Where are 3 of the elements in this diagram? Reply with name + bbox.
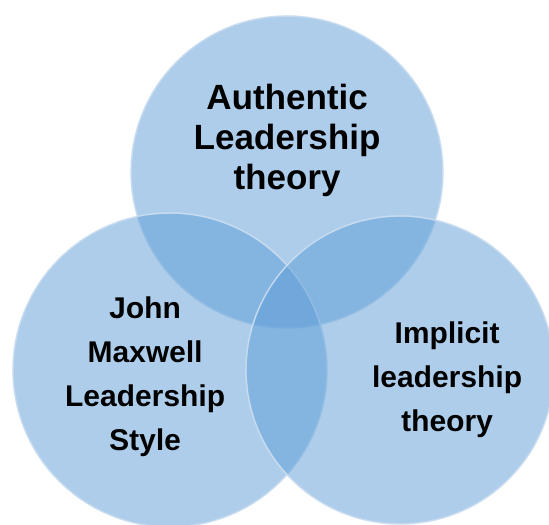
circle-label: Authentic Leadership theory: [192, 76, 382, 198]
circle-label: John Maxwell Leadership Style: [64, 291, 226, 459]
circle-label: Implicit leadership theory: [370, 316, 524, 440]
